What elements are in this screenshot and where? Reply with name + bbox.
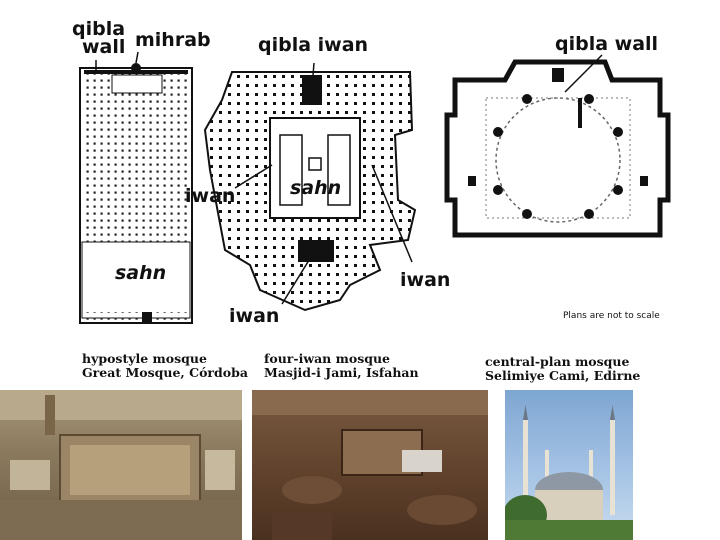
edirne-photo-shapes [505,405,633,540]
isfahan-aerial-photo [252,390,488,540]
qibla-wall-label-line1: qibla [72,18,126,40]
isfahan-photo-shapes [252,390,488,540]
caption-cordoba-name: Great Mosque, Córdoba [82,364,248,380]
qibla-iwan-label: qibla iwan [258,34,369,56]
caption-edirne: central-plan mosque Selimiye Cami, Edirn… [485,355,640,383]
cordoba-plan [79,51,193,324]
mihrab-label: mihrab [135,29,211,51]
caption-isfahan-type: four-iwan mosque [264,351,391,366]
cordoba-photo-shapes [0,390,242,540]
caption-edirne-type: central-plan mosque [485,354,630,369]
scale-note: Plans are not to scale [563,311,660,321]
isfahan-plan [203,62,417,312]
caption-cordoba-type: hypostyle mosque [82,351,207,366]
caption-isfahan-name: Masjid-i Jami, Isfahan [264,364,419,380]
sahn-label-left: sahn [115,262,167,284]
sahn-label-center: sahn [290,177,342,199]
edirne-mosque-photo [505,390,633,540]
cordoba-aerial-photo [0,390,242,540]
caption-cordoba: hypostyle mosque Great Mosque, Córdoba [82,352,248,380]
iwan-label-left: iwan [185,185,236,207]
edirne-plan [444,54,671,238]
iwan-label-bottom: iwan [229,305,280,327]
qibla-wall-label-right: qibla wall [555,33,659,55]
caption-edirne-name: Selimiye Cami, Edirne [485,367,641,383]
caption-isfahan: four-iwan mosque Masjid-i Jami, Isfahan [264,352,419,380]
iwan-label-right: iwan [400,269,451,291]
qibla-wall-label-line2: wall [82,36,126,58]
